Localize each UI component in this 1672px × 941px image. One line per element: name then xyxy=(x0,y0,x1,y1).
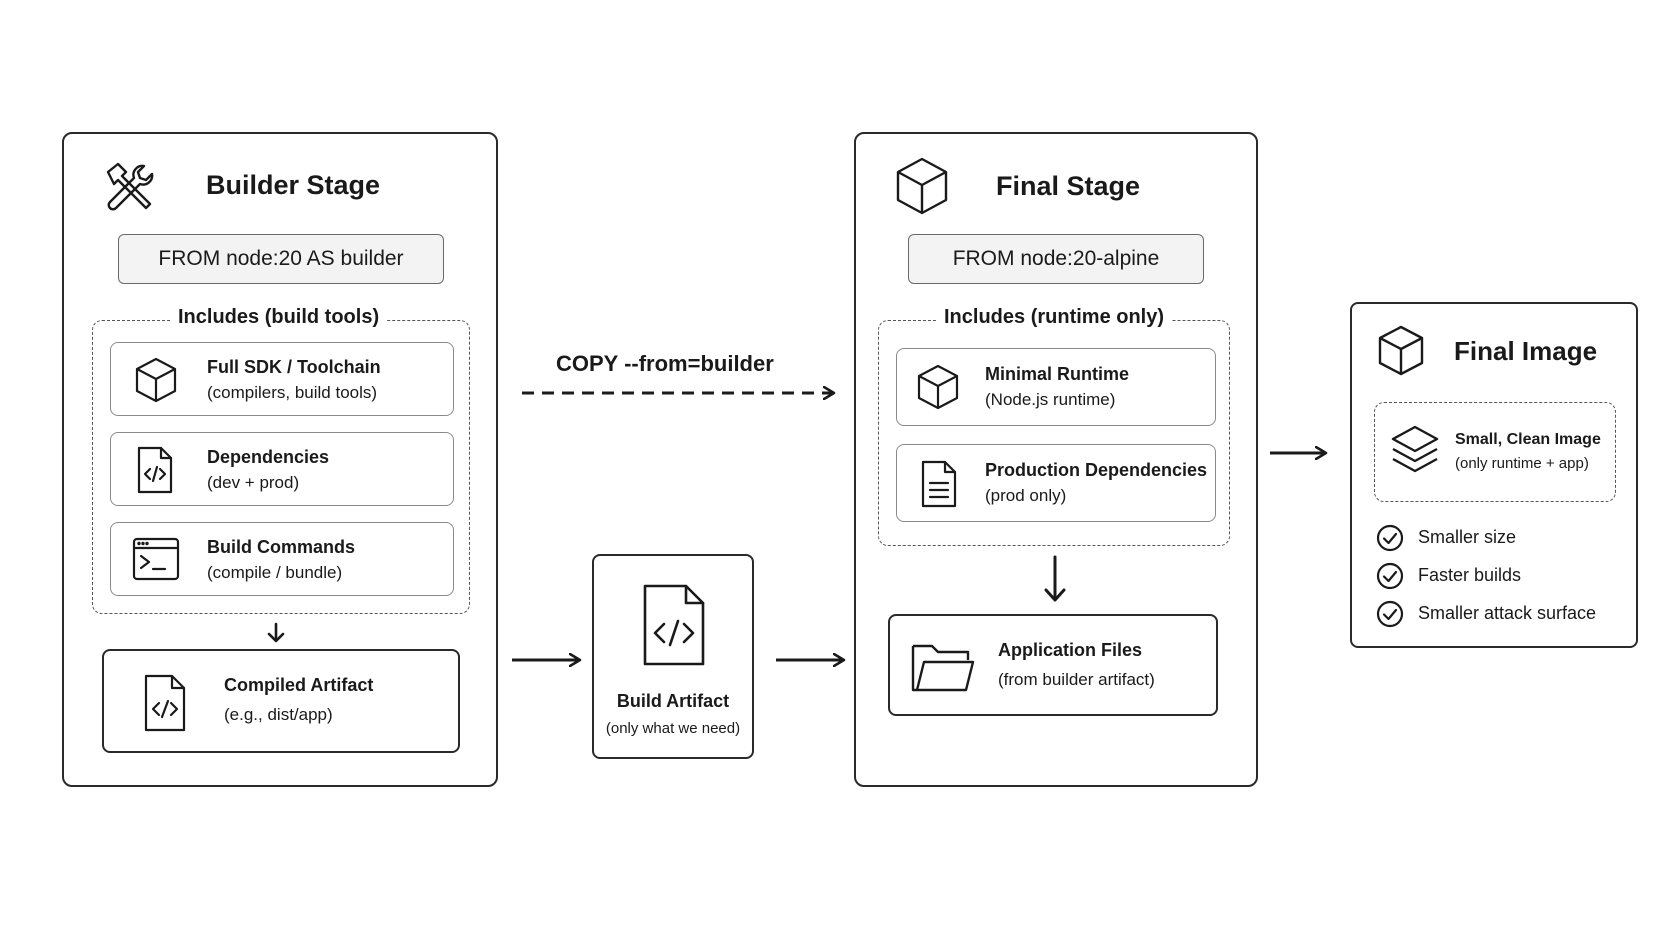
final-image-title: Final Image xyxy=(1454,336,1598,366)
arrow-to-final-image xyxy=(1270,438,1336,468)
item-title: Dependencies xyxy=(207,447,330,467)
item-subtitle: (compile / bundle) xyxy=(207,563,343,582)
item-title: Full SDK / Toolchain xyxy=(207,357,381,377)
code-file-icon xyxy=(640,582,708,668)
item-subtitle: (dev + prod) xyxy=(207,473,300,492)
item-subtitle: (prod only) xyxy=(985,486,1067,505)
terminal-icon xyxy=(131,536,181,582)
item-title: Production Dependencies xyxy=(985,460,1208,480)
check-circle-icon xyxy=(1376,524,1404,552)
check-circle-icon xyxy=(1376,600,1404,628)
item-subtitle: (Node.js runtime) xyxy=(985,390,1116,409)
arrow-to-build-artifact xyxy=(512,645,592,675)
builder-item-build-commands: Build Commands (compile / bundle) xyxy=(110,522,454,596)
copy-dashed-arrow xyxy=(522,378,846,408)
document-icon xyxy=(919,459,959,509)
image-title: Small, Clean Image xyxy=(1455,431,1601,448)
cube-icon xyxy=(894,156,950,216)
builder-down-arrow xyxy=(267,622,285,643)
image-subtitle: (only runtime + app) xyxy=(1455,455,1589,472)
item-subtitle: (compilers, build tools) xyxy=(207,383,378,402)
cube-icon xyxy=(133,356,179,404)
final-down-arrow xyxy=(1044,555,1066,602)
final-item-runtime: Minimal Runtime (Node.js runtime) xyxy=(896,348,1216,426)
final-image-content-group: Small, Clean Image (only runtime + app) xyxy=(1374,402,1616,502)
final-stage-title: Final Stage xyxy=(996,171,1141,201)
final-image-panel: Final Image Small, Clean Image (only run… xyxy=(1350,302,1638,648)
build-artifact-box: Build Artifact (only what we need) xyxy=(592,554,754,759)
benefit-label: Smaller attack surface xyxy=(1418,603,1597,623)
compiled-artifact-box: Compiled Artifact (e.g., dist/app) xyxy=(102,649,460,753)
check-circle-icon xyxy=(1376,562,1404,590)
builder-item-dependencies: Dependencies (dev + prod) xyxy=(110,432,454,506)
final-stage-panel: Final Stage FROM node:20-alpine Includes… xyxy=(854,132,1258,787)
cube-icon xyxy=(915,363,961,411)
folder-icon xyxy=(910,638,976,694)
code-file-icon xyxy=(142,673,188,733)
compiled-artifact-title: Compiled Artifact xyxy=(224,675,374,695)
build-artifact-title: Build Artifact xyxy=(616,691,730,711)
compiled-artifact-subtitle: (e.g., dist/app) xyxy=(224,705,333,724)
builder-includes-label: Includes (build tools) xyxy=(170,306,388,329)
benefit-label: Faster builds xyxy=(1418,565,1522,585)
builder-stage-title: Builder Stage xyxy=(206,170,381,200)
builder-from-instruction: FROM node:20 AS builder xyxy=(118,234,444,284)
cube-icon xyxy=(1376,324,1426,378)
item-title: Build Commands xyxy=(207,537,356,557)
builder-item-sdk: Full SDK / Toolchain (compilers, build t… xyxy=(110,342,454,416)
build-artifact-subtitle: (only what we need) xyxy=(605,720,741,737)
final-from-instruction: FROM node:20-alpine xyxy=(908,234,1204,284)
final-includes-label: Includes (runtime only) xyxy=(936,306,1173,329)
final-item-prod-deps: Production Dependencies (prod only) xyxy=(896,444,1216,522)
application-files-title: Application Files xyxy=(998,640,1143,660)
code-file-icon xyxy=(135,445,175,495)
arrow-from-build-artifact xyxy=(776,645,856,675)
item-title: Minimal Runtime xyxy=(985,364,1130,384)
application-files-box: Application Files (from builder artifact… xyxy=(888,614,1218,716)
application-files-subtitle: (from builder artifact) xyxy=(998,670,1155,689)
layers-icon xyxy=(1389,423,1441,481)
builder-stage-panel: Builder Stage FROM node:20 AS builder In… xyxy=(62,132,498,787)
copy-label: COPY --from=builder xyxy=(556,351,774,376)
tools-icon xyxy=(100,158,160,218)
benefit-label: Smaller size xyxy=(1418,527,1517,547)
